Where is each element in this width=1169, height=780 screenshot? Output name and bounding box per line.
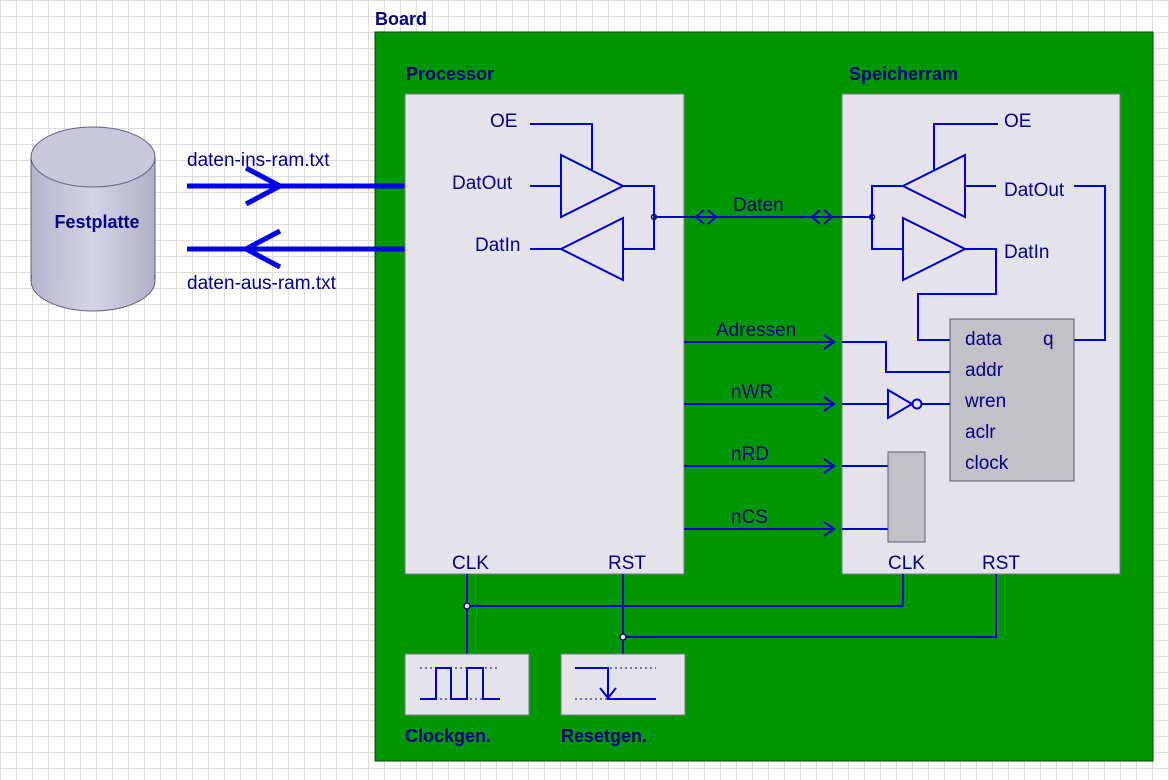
nwr-inverter (887, 388, 950, 420)
ram-datin-label: DatIn (1004, 242, 1049, 263)
ram-block-wren-label: wren (964, 391, 1006, 412)
ram-block-clock-label: clock (965, 453, 1009, 474)
resetgen-label: Resetgen. (561, 726, 647, 746)
file-in-arrow (187, 165, 440, 207)
adressen-wire (684, 334, 950, 373)
ram-block-aclr-label: aclr (965, 422, 996, 443)
rst-junction (619, 633, 627, 641)
ram-block-addr-label: addr (965, 360, 1004, 381)
clockgen-label: Clockgen. (405, 726, 491, 746)
processor-oe-label: OE (490, 111, 517, 132)
daten-label: Daten (733, 195, 784, 216)
ram-title: Speicherram (849, 64, 958, 84)
processor-datin-label: DatIn (475, 235, 520, 256)
clock-generator (404, 653, 530, 716)
nwr-wire (684, 396, 888, 412)
ncs-wire (684, 521, 888, 537)
board-title: Board (375, 9, 427, 29)
daten-bus (654, 209, 872, 225)
processor-clk-label: CLK (452, 553, 489, 574)
festplatte-disk: Festplatte (30, 126, 156, 312)
file-in-label: daten-ins-ram.txt (187, 150, 330, 171)
processor-title: Processor (406, 64, 494, 84)
ram-input-buffer (902, 185, 1106, 341)
processor-datout-label: DatOut (452, 173, 513, 194)
processor-rst-label: RST (608, 553, 646, 574)
ram-block-data-label: data (965, 329, 1002, 350)
ram-block-q-label: q (1043, 329, 1054, 350)
adressen-label: Adressen (716, 320, 796, 341)
processor-panel (404, 93, 685, 575)
nrd-label: nRD (731, 444, 769, 465)
ram-memory-block: data q addr wren aclr clock (949, 318, 1075, 482)
ram-control-block (887, 451, 926, 543)
nrd-wire (684, 458, 888, 474)
festplatte-label: Festplatte (54, 212, 139, 232)
clk-wire (466, 574, 904, 654)
reset-generator (560, 653, 686, 716)
nwr-label: nWR (731, 382, 773, 403)
file-out-arrow (187, 228, 440, 270)
processor-output-buffer (530, 123, 626, 219)
ram-rst-label: RST (982, 553, 1020, 574)
clk-junction (463, 602, 471, 610)
ram-datout-label: DatOut (1004, 180, 1065, 201)
ncs-label: nCS (731, 507, 768, 528)
file-out-label: daten-aus-ram.txt (187, 273, 337, 294)
ram-clk-label: CLK (888, 553, 925, 574)
ram-oe-label: OE (1004, 111, 1031, 132)
